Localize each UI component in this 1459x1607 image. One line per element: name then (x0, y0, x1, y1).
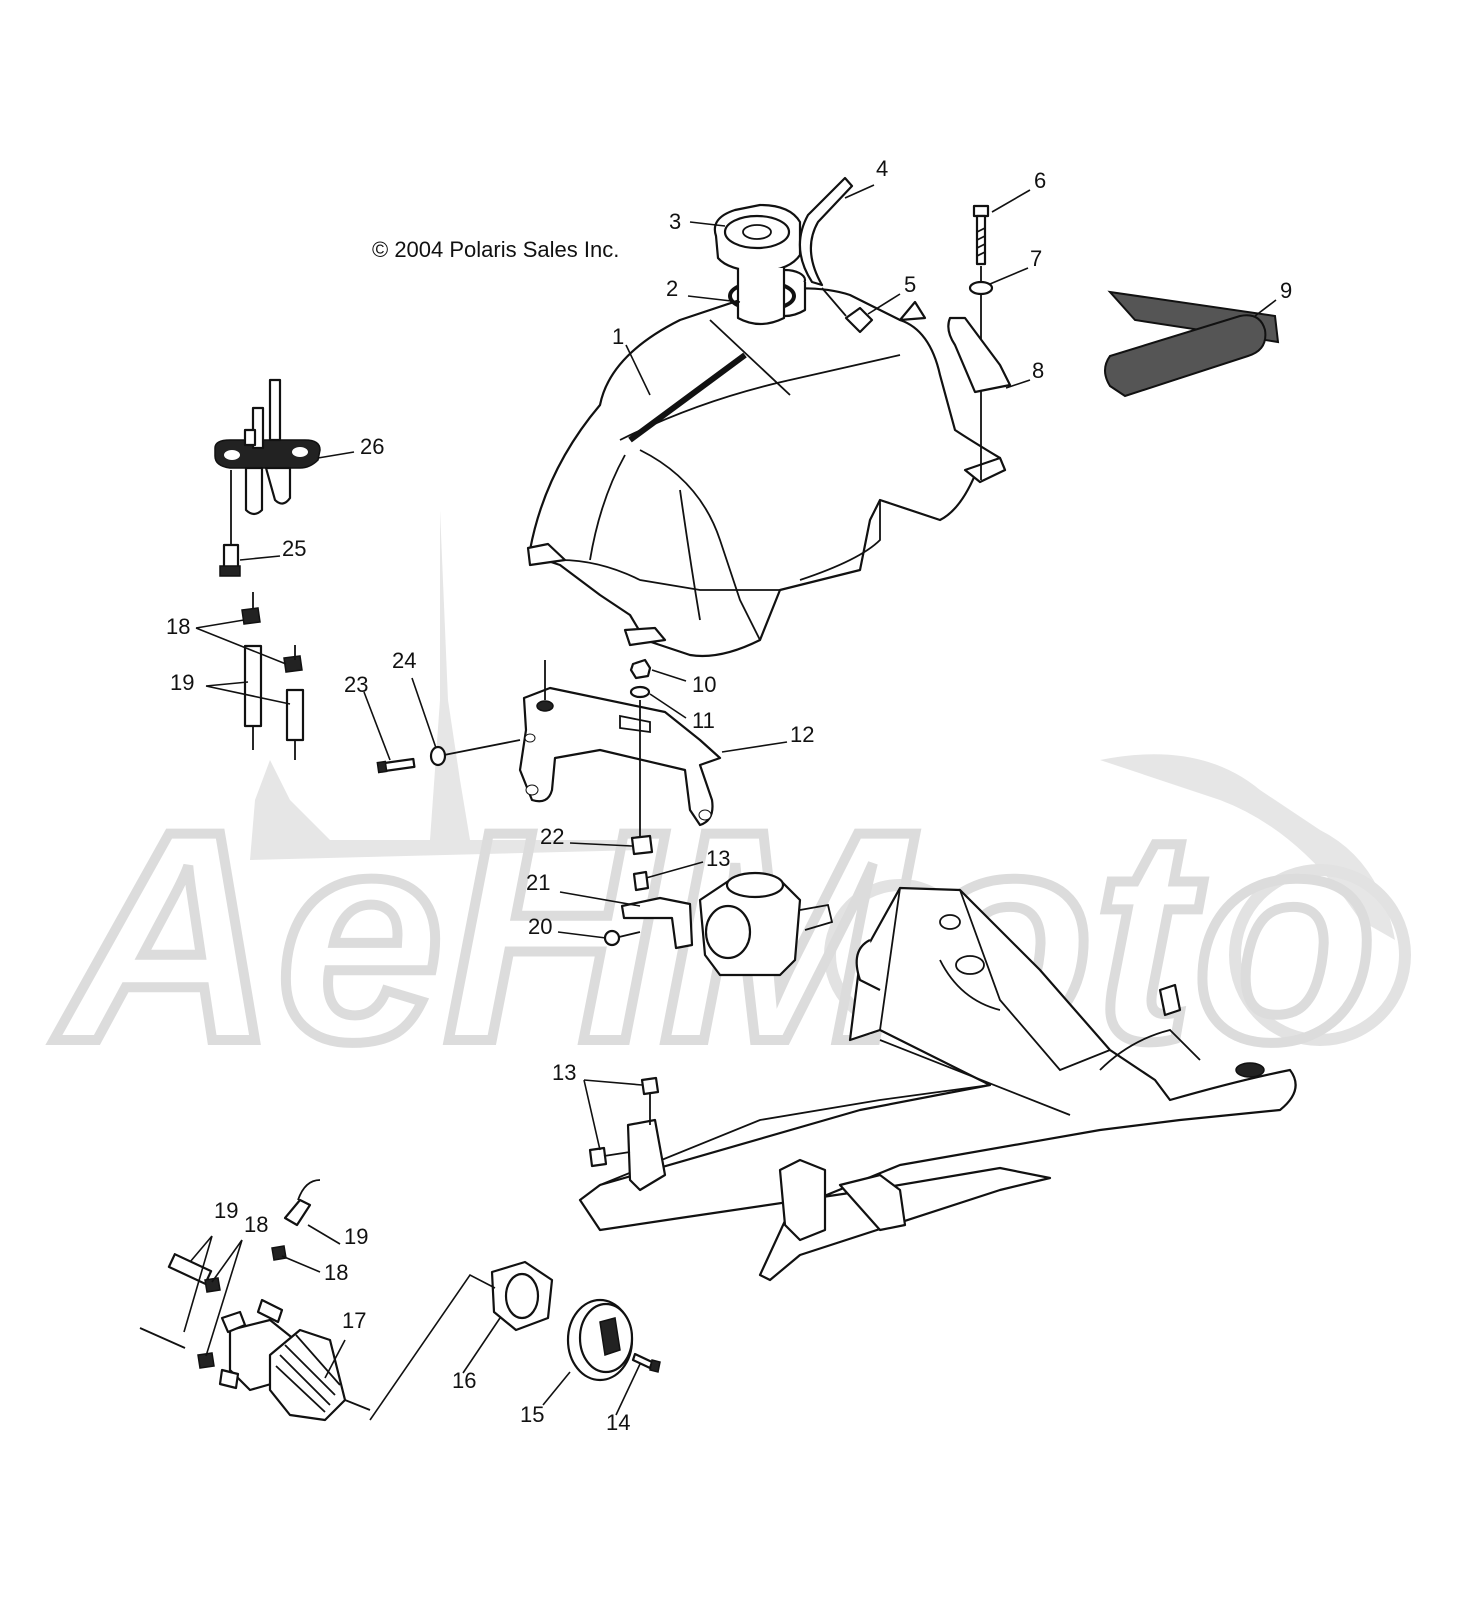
callout-26: 26 (360, 434, 384, 459)
fuel-valve[interactable] (214, 378, 321, 516)
fuel-pump[interactable] (218, 1298, 371, 1422)
mounting-bracket[interactable] (518, 660, 722, 840)
fuel-tank[interactable] (526, 268, 1007, 658)
callout-18-lower-right: 18 (324, 1260, 348, 1285)
callout-11: 11 (692, 708, 715, 733)
pump-assembly-line (369, 1273, 496, 1421)
callout-4: 4 (876, 156, 888, 181)
pump-screw[interactable] (631, 1352, 661, 1373)
hose-clamp-upper[interactable] (241, 592, 303, 673)
callout-8: 8 (1032, 358, 1044, 383)
callout-13-lower: 13 (552, 1060, 576, 1085)
vent-hose[interactable] (798, 176, 854, 287)
bracket-screw[interactable] (603, 929, 641, 947)
callout-6: 6 (1034, 168, 1046, 193)
leader-lines (183, 184, 1277, 1416)
callout-19-upper: 19 (170, 670, 194, 695)
callout-7: 7 (1030, 246, 1042, 271)
callout-16: 16 (452, 1368, 476, 1393)
spacer-upper[interactable] (632, 870, 650, 892)
nut[interactable] (629, 658, 652, 680)
valve-screw[interactable] (219, 470, 241, 577)
callout-20: 20 (528, 914, 552, 939)
callout-14: 14 (606, 1410, 630, 1435)
callout-5: 5 (904, 272, 916, 297)
callout-24: 24 (392, 648, 416, 673)
pump-cover[interactable] (566, 1298, 634, 1382)
bracket-washer[interactable] (629, 685, 651, 699)
callout-19-lower-right: 19 (344, 1224, 368, 1249)
carburetor-bracket[interactable] (620, 896, 694, 950)
fuel-cap[interactable] (713, 203, 802, 326)
callout-21: 21 (526, 870, 550, 895)
bracket-washer-side[interactable] (429, 739, 521, 767)
frame[interactable] (578, 886, 1297, 1282)
pump-nut[interactable] (490, 1260, 554, 1332)
bracket-bolt[interactable] (376, 757, 416, 774)
grommet[interactable] (630, 834, 654, 856)
callout-19-lower-left: 19 (214, 1198, 238, 1223)
bolt[interactable] (972, 204, 990, 266)
callout-22: 22 (540, 824, 564, 849)
callout-9: 9 (1280, 278, 1292, 303)
callouts: 1 2 3 4 5 6 7 8 9 10 11 12 13 13 14 15 1… (166, 156, 1292, 1435)
callout-15: 15 (520, 1402, 544, 1427)
callout-1: 1 (612, 324, 624, 349)
tank-bracket[interactable] (947, 316, 1012, 394)
callout-18-upper: 18 (166, 614, 190, 639)
foam-pad[interactable] (1104, 290, 1280, 398)
callout-12: 12 (790, 722, 814, 747)
callout-23: 23 (344, 672, 368, 697)
carburetor[interactable] (698, 871, 834, 977)
copyright-notice: © 2004 Polaris Sales Inc. (372, 237, 620, 262)
frame-bolt[interactable] (588, 1076, 660, 1168)
fuel-hose-upper[interactable] (243, 644, 305, 760)
callout-13-upper: 13 (706, 846, 730, 871)
callout-25: 25 (282, 536, 306, 561)
callout-3: 3 (669, 209, 681, 234)
callout-18-lower-left: 18 (244, 1212, 268, 1237)
callout-10: 10 (692, 672, 716, 697)
vent-fitting[interactable] (821, 287, 874, 334)
callout-17: 17 (342, 1308, 366, 1333)
callout-2: 2 (666, 276, 678, 301)
